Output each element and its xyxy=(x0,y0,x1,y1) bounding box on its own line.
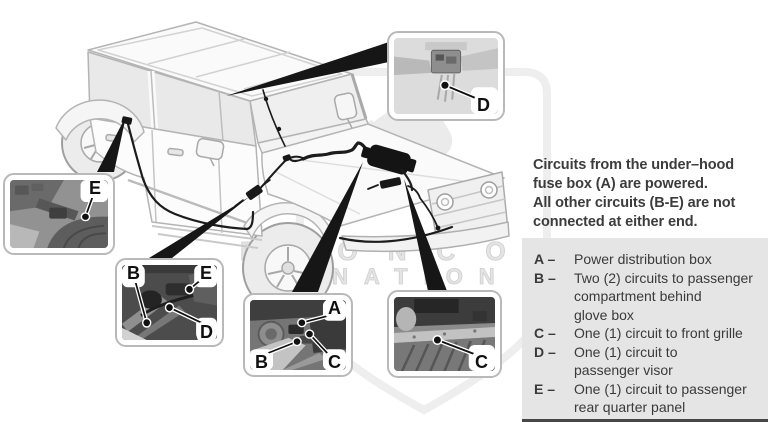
legend-key: B – xyxy=(534,269,556,286)
callout-label-d: D xyxy=(474,95,493,115)
callout-leader-wedges xyxy=(97,42,447,292)
circuit-legend: A – Power distribution box B – Two (2) c… xyxy=(522,238,768,419)
leader-wedge-rear-quarter xyxy=(97,116,126,172)
rear-quarter-leader-dot xyxy=(80,212,91,222)
grille-photo xyxy=(394,297,495,371)
glove-box-leader-dot-e xyxy=(184,284,195,295)
legend-row-e: E – One (1) circuit to passenger rear qu… xyxy=(534,380,762,417)
callout-label-c: C xyxy=(325,352,344,372)
callout-label-e: E xyxy=(85,178,104,198)
callout-underhood: A B C xyxy=(243,293,353,377)
legend-text: One (1) circuit to passenger visor xyxy=(574,343,678,379)
legend-text: Two (2) circuits to passenger compartmen… xyxy=(574,269,753,323)
watermark-text-line2: NATION xyxy=(332,264,511,289)
legend-key: C – xyxy=(534,325,556,341)
headlight-left xyxy=(436,193,454,211)
callout-label-a: A xyxy=(325,298,344,318)
callout-label-b: B xyxy=(252,352,271,372)
legend-row-a: A – Power distribution box xyxy=(534,250,762,269)
leader-wedge-grille xyxy=(404,179,447,291)
legend-key: D – xyxy=(534,343,556,360)
leader-wedge-glove-box xyxy=(149,197,249,258)
callout-glove-box: B E D xyxy=(115,258,224,347)
callout-label-e: E xyxy=(196,263,215,283)
legend-text: Power distribution box xyxy=(574,251,712,267)
legend-key: E – xyxy=(534,380,556,397)
legend-row-b: B – Two (2) circuits to passenger compar… xyxy=(534,269,762,325)
bottom-divider-bar xyxy=(522,419,768,422)
callout-grille: C xyxy=(387,290,502,378)
callout-label-c: C xyxy=(472,352,491,372)
legend-text: One (1) circuit to passenger rear quarte… xyxy=(574,380,747,416)
underhood-leader-dot-c xyxy=(304,329,315,339)
side-mirror-right xyxy=(333,92,358,129)
leader-wedge-underhood xyxy=(292,162,363,292)
glove-box-leader-dot-d xyxy=(164,302,175,313)
underhood-leader-dot-b xyxy=(292,336,302,347)
visor-leader-dot xyxy=(439,80,451,91)
callout-visor: D xyxy=(387,31,505,121)
visor-photo xyxy=(394,38,498,114)
power-distribution-box xyxy=(361,144,417,175)
callout-label-b: B xyxy=(124,263,143,283)
legend-text: One (1) circuit to front grille xyxy=(574,325,743,341)
callout-rear-quarter: E xyxy=(3,173,115,255)
rear-fender-flare xyxy=(55,99,145,143)
underhood-leader-dot-a xyxy=(297,318,307,328)
legend-key: A – xyxy=(534,251,556,267)
leader-wedge-visor xyxy=(226,42,389,96)
headlight-right xyxy=(480,181,498,199)
grille-leader-dot xyxy=(432,335,443,345)
callout-label-d: D xyxy=(197,322,216,342)
legend-row-d: D – One (1) circuit to passenger visor xyxy=(534,343,762,380)
glove-box-leader-dot-b xyxy=(141,317,152,328)
side-mirror-left xyxy=(195,137,225,167)
legend-row-c: C – One (1) circuit to front grille xyxy=(534,324,762,343)
intro-text: Circuits from the under–hood fuse box (A… xyxy=(533,157,736,230)
